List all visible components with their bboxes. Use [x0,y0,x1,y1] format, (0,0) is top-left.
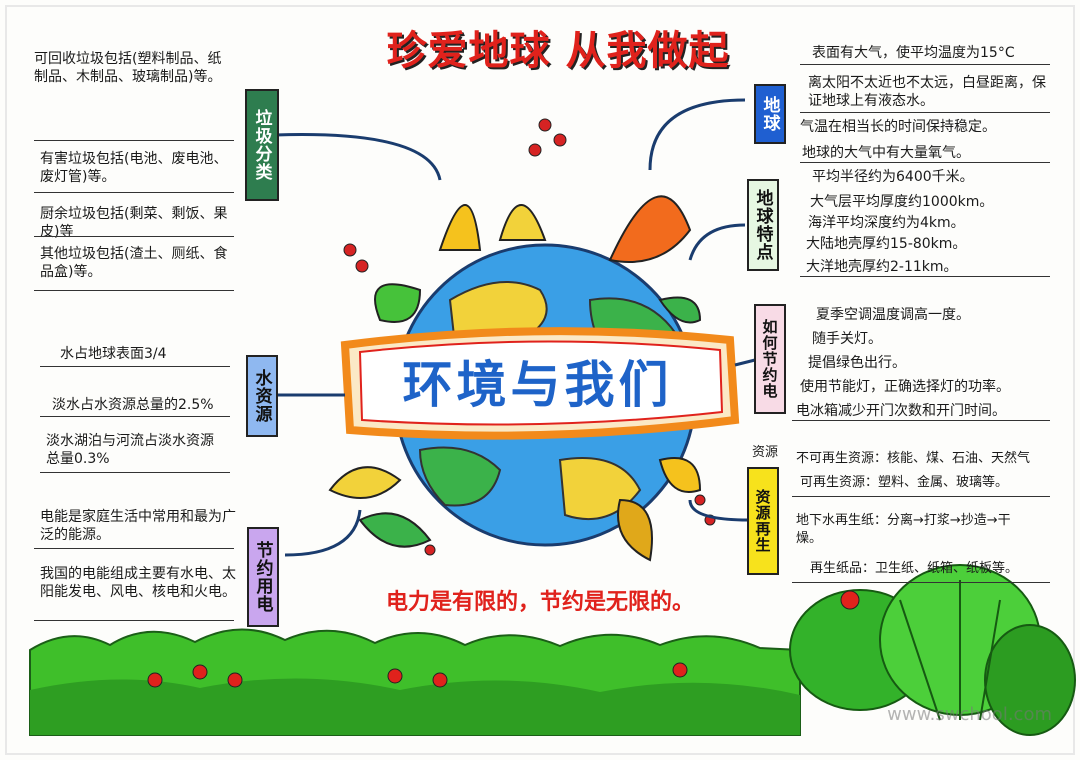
divider [40,366,230,367]
earth-item: 离太阳不太近也不太远，白昼距离，保证地球上有液态水。 [808,75,1046,109]
continent [418,446,502,507]
save-power-item: 提倡绿色出行。 [808,355,906,371]
divider [800,64,1050,65]
water-item: 水占地球表面3/4 [60,346,167,362]
divider [40,472,230,473]
divider [40,416,230,417]
save-power-item: 随手关灯。 [812,331,882,347]
divider [34,236,234,237]
features-item: 大陆地壳厚约15-80km。 [806,236,967,252]
recycle-item: 可再生资源：塑料、金属、玻璃等。 [800,475,1009,490]
features-item: 大洋地壳厚约2-11km。 [806,259,958,275]
recycle-item: 不可再生资源：核能、煤、石油、天然气 [796,451,1031,466]
power-item: 我国的电能组成主要有水电、太阳能发电、风电、核电和火电。 [40,566,236,600]
save-power-item: 电冰箱减少开门次数和开门时间。 [796,403,1006,419]
section-label-earth: 地球 [759,96,780,132]
garbage-item: 可回收垃圾包括(塑料制品、纸制品、木制品、玻璃制品)等。 [34,51,222,85]
section-label-recycle: 资源再生 [753,489,772,553]
section-label-water: 水资源 [251,369,272,423]
water-item: 淡水占水资源总量的2.5% [52,397,214,413]
recycle-item: 地下水再生纸：分离→打浆→抄造→干燥。 [796,513,1011,546]
earth-item: 气温在相当长的时间保持稳定。 [800,119,996,135]
garbage-item: 其他垃圾包括(渣土、厕纸、食品盒)等。 [40,246,228,280]
divider [792,496,1050,497]
garbage-item: 有害垃圾包括(电池、废电池、废灯管)等。 [40,151,228,185]
divider [34,548,234,549]
divider [800,112,1050,113]
features-item: 海洋平均深度约为4km。 [808,215,965,231]
divider [800,162,1050,163]
divider [800,276,1050,277]
save-power-item: 夏季空调温度调高一度。 [816,307,970,323]
recycle-item: 再生纸品：卫生纸、纸箱、纸板等。 [810,561,1019,576]
section-label-power: 节约用电 [252,541,273,613]
section-label-garbage: 垃圾分类 [251,109,272,181]
poster-title: 珍爱地球 从我做起 [386,28,730,74]
recycle-side-label: 资源 [752,445,779,460]
divider [34,192,234,193]
power-item: 电能是家庭生活中常用和最为广泛的能源。 [40,509,236,543]
save-power-item: 使用节能灯，正确选择灯的功率。 [800,379,1010,395]
earth-item: 表面有大气，使平均温度为15°C [812,45,1015,61]
features-item: 平均半径约为6400千米。 [812,169,974,185]
slogan: 电力是有限的，节约是无限的。 [386,590,695,615]
earth-item: 地球的大气中有大量氧气。 [802,145,970,161]
water-item: 淡水湖泊与河流占淡水资源总量0.3% [46,433,214,467]
features-item: 大气层平均厚度约1000km。 [810,194,994,210]
divider [34,620,234,621]
section-label-save-power: 如何节约电 [760,319,779,399]
divider [792,420,1050,421]
section-label-features: 地球特点 [752,189,773,261]
divider [34,140,234,141]
divider [34,290,234,291]
center-banner: 环境与我们 [345,326,730,436]
bush [984,624,1076,736]
center-banner-text: 环境与我们 [402,356,673,414]
divider [792,582,1050,583]
watermark: www.swchool.com [887,704,1052,725]
